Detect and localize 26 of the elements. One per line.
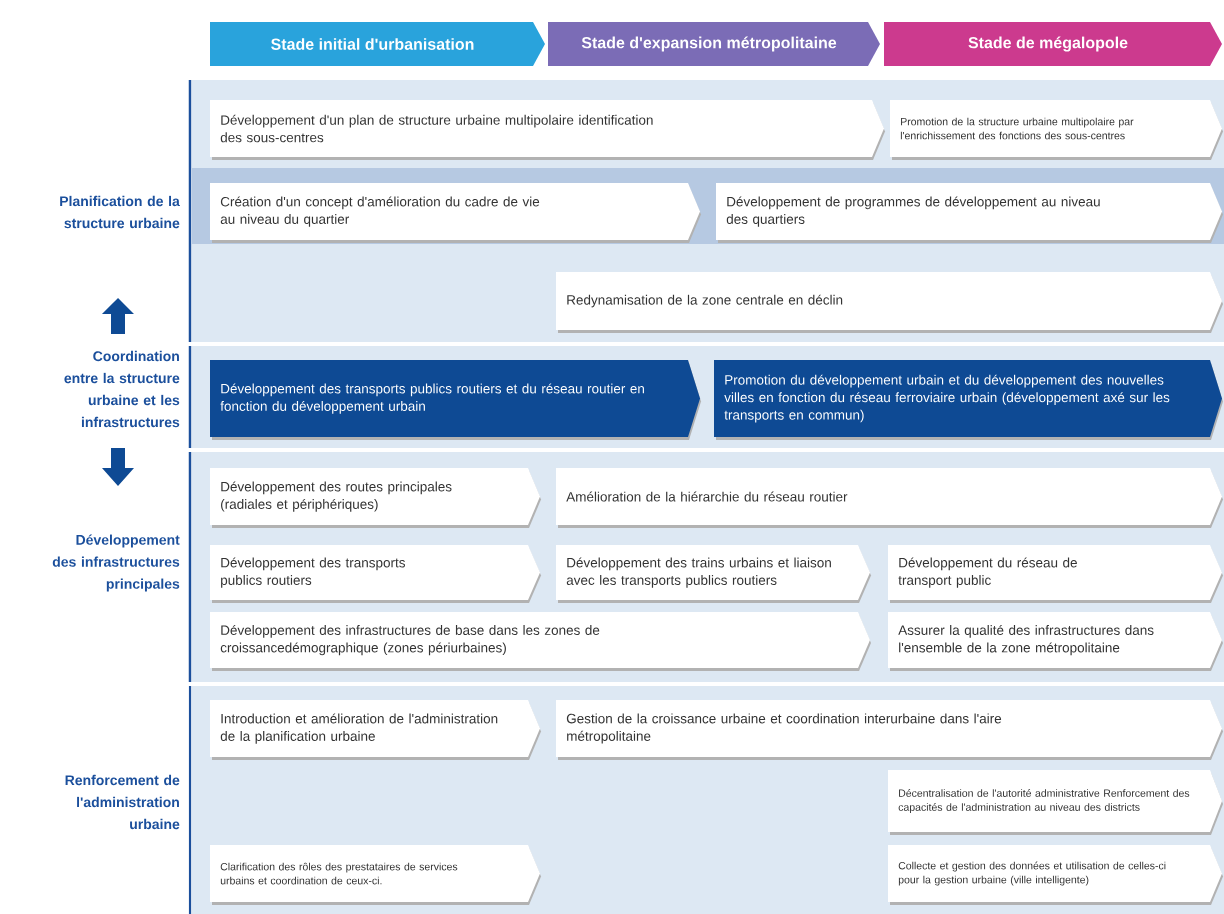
action-box: Collecte et gestion des données et utilisation de celles-ci pour la gestion urbaine (ville intelligente) bbox=[888, 845, 1223, 905]
action-box: Décentralisation de l'autorité administrative Renforcement des capacités de l'administration au niveau des districts bbox=[888, 770, 1223, 835]
action-box: Introduction et amélioration de l'administration de la planification urbaine bbox=[210, 700, 541, 760]
action-box: Assurer la qualité des infrastructures dans l'ensemble de la zone métropolitaine bbox=[888, 612, 1223, 671]
stage-box: Stade de mégalopole bbox=[884, 22, 1222, 66]
action-box: Gestion de la croissance urbaine et coordination interurbaine dans l'aire métropolitaine bbox=[556, 700, 1223, 760]
action-box: Développement des transports publics routiers bbox=[210, 545, 541, 603]
section-label: Coordination entre la structure urbaine et les infrastructures bbox=[64, 350, 180, 428]
action-box: Développement des transports publics routiers et du réseau routier en fonction du développement urbain bbox=[210, 360, 701, 440]
action-box: Développement d'un plan de structure urbaine multipolaire identification des sous-centres bbox=[210, 100, 885, 160]
action-box: Développement du réseau de transport public bbox=[888, 545, 1223, 603]
action-box: Clarification des rôles des prestataires de services urbains et coordination de ceux-ci. bbox=[210, 845, 541, 905]
section-label: Renforcement de l'administration urbaine bbox=[65, 774, 180, 830]
action-box: Promotion de la structure urbaine multipolaire par l'enrichissement des fonctions des sous-centres bbox=[890, 100, 1223, 160]
stage-box: Stade initial d'urbanisation bbox=[210, 22, 545, 66]
action-box: Développement des trains urbains et liaison avec les transports publics routiers bbox=[556, 545, 871, 603]
section-label: Planification de la structure urbaine bbox=[60, 195, 180, 229]
action-box: Développement de programmes de développement au niveau des quartiers bbox=[716, 183, 1223, 243]
action-box: Création d'un concept d'amélioration du cadre de vie au niveau du quartier bbox=[210, 183, 701, 243]
action-box: Redynamisation de la zone centrale en déclin bbox=[556, 272, 1223, 333]
section-label: Développement des infrastructures principales bbox=[52, 534, 180, 592]
action-box: Promotion du développement urbain et du développement des nouvelles villes en fonction du réseau ferroviaire urbain (développement axé sur les transports en commun) bbox=[714, 360, 1223, 440]
action-box: Développement des infrastructures de base dans les zones de croissancedémographique (zones périurbaines) bbox=[210, 612, 871, 671]
action-box: Développement des routes principales (radiales et périphériques) bbox=[210, 468, 541, 528]
stage-box: Stade d'expansion métropolitaine bbox=[548, 22, 880, 66]
action-box: Amélioration de la hiérarchie du réseau routier bbox=[556, 468, 1223, 528]
